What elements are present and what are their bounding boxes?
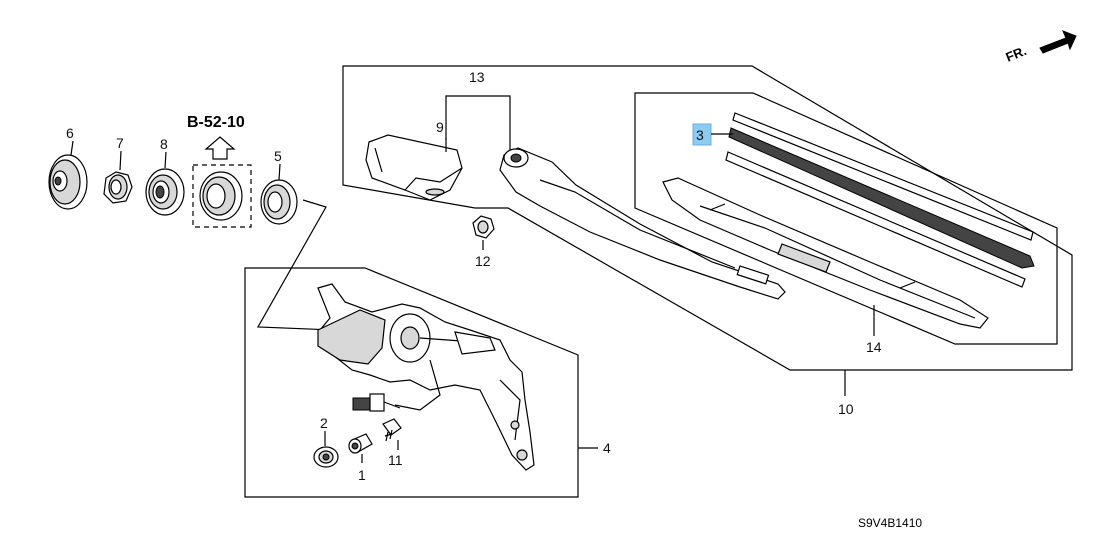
callout-9: 9 [436, 119, 444, 135]
part-14-blade [662, 177, 989, 329]
callout-10: 10 [838, 401, 854, 417]
callout-12: 12 [475, 253, 491, 269]
callout-13: 13 [469, 69, 485, 85]
part-7-nut [103, 171, 133, 204]
reference-arrow-icon [204, 136, 236, 160]
reference-label: B-52-10 [187, 114, 245, 131]
wiper-arm [499, 147, 786, 300]
front-direction-indicator: FR. [1004, 30, 1077, 65]
front-direction-label: FR. [1004, 43, 1029, 65]
leader-5 [278, 163, 281, 181]
callout-7: 7 [116, 135, 124, 151]
part-5-washer [260, 179, 298, 225]
callout-14: 14 [866, 339, 882, 355]
callout-11: 11 [388, 452, 403, 468]
part-4-wiper-motor [317, 283, 535, 471]
part-6-cap [48, 154, 88, 210]
reference-grommet [199, 171, 243, 221]
callout-1: 1 [358, 467, 366, 483]
callout-3: 3 [696, 127, 704, 143]
callout-4: 4 [603, 440, 611, 456]
reference-dashed-box [192, 164, 252, 228]
callout-8: 8 [160, 136, 168, 152]
part-2-grommet [313, 446, 339, 468]
part-1-collar [348, 433, 373, 454]
part-3-blade-rubber [725, 112, 1035, 288]
part-9-arm-cap [365, 134, 463, 201]
part-11-bolt [382, 418, 402, 442]
leader-6 [70, 140, 74, 156]
callout-5: 5 [274, 148, 282, 164]
arm-assembly-group-outline [342, 65, 1073, 371]
motor-group-outline [244, 267, 579, 498]
blade-group-outline [634, 92, 1058, 345]
callout-6: 6 [66, 125, 74, 141]
leader-8 [164, 151, 167, 169]
callout-2: 2 [320, 415, 328, 431]
diagram-code: S9V4B1410 [858, 516, 922, 530]
leader-13 [445, 95, 511, 150]
front-arrow-icon [1039, 30, 1077, 54]
part-12-nut [472, 215, 495, 239]
part-8-bushing [145, 168, 185, 216]
leader-7 [119, 150, 122, 171]
